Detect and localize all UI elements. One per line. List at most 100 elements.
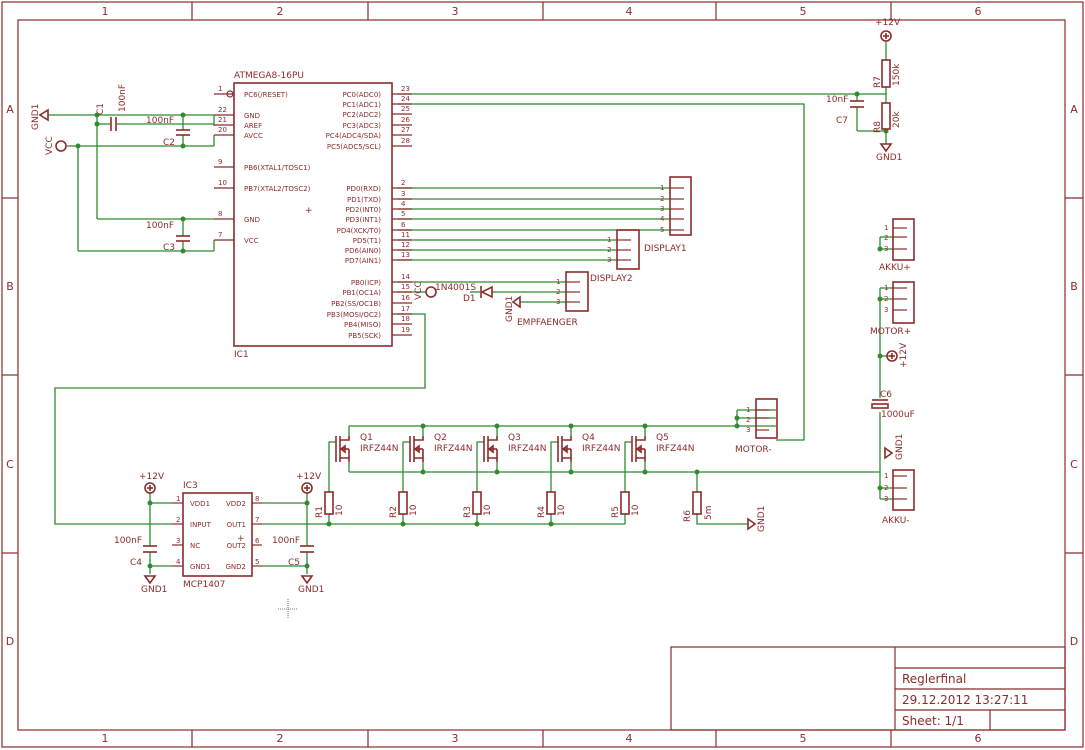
ic1-pin-label: PD3(INT1) [345,216,381,224]
capacitor-c1[interactable]: C1 100nF [96,84,128,131]
resistor-r6[interactable]: R6 5m [683,491,714,522]
svg-text:1: 1 [660,184,664,192]
gnd-label: GND1 [895,434,905,460]
mosfet-name: Q2 [434,433,447,443]
ic3-pin-number: 7 [255,516,259,524]
svg-text:2: 2 [660,195,664,203]
mosfet-array: Q1IRFZ44NQ2IRFZ44NQ3IRFZ44NQ4IRFZ44NQ5IR… [335,433,694,462]
connector-akku-minus[interactable]: 123 AKKU- [882,469,915,526]
mosfet-part: IRFZ44N [656,444,694,454]
akku-plus-name: AKKU+ [879,263,911,273]
ic3-pin-label: NC [190,542,200,550]
motor-minus-name: MOTOR- [735,445,772,455]
ic1-pin-number: 23 [401,85,410,93]
diode-d1[interactable]: 1N4001S D1 [435,283,493,304]
ic1-pin-number: 15 [401,283,410,291]
ic1-pin-number: 17 [401,305,410,313]
ic1-pin-number: 3 [401,190,405,198]
ground-symbol-top-left: GND1 [31,104,49,130]
ic1-pin-label: PD6(AIN0) [345,247,381,255]
ic3-pin-label: GND1 [190,563,211,571]
resistor-value: 10 [631,504,641,516]
ic1-pin-number: 27 [401,126,410,134]
ic1-pin-number: 5 [401,210,405,218]
ic1-pin-label: PB1(OC1A) [342,289,381,297]
mosfet-source-lead [636,457,646,462]
frame-column-labels: 1 2 3 4 5 6 1 2 3 4 5 6 [102,5,982,745]
capacitor-c7[interactable]: 10nF C7 [826,95,864,126]
mosfet-drain-lead [636,436,646,441]
ic3-pin-number: 6 [255,537,260,545]
ic1-atmega8[interactable]: ATMEGA8-16PU IC1 + 1PC6(/RESET)22GND21AR… [214,71,412,360]
col-label-bottom: 1 [102,732,109,745]
resistor-r8[interactable]: R8 20k [873,102,902,133]
svg-text:5: 5 [660,226,664,234]
capacitor-c6[interactable]: C6 1000uF [871,390,915,420]
row-label-left: D [6,635,14,648]
ic1-pin-number: 18 [401,315,410,323]
resistor-body [546,491,556,515]
ic1-pin-label: PC6(/RESET) [244,91,288,99]
ic1-pin-label: PB7(XTAL2/TOSC2) [244,185,311,193]
resistor-value: 10 [409,504,419,516]
mosfet-arrow [561,444,568,454]
ic1-pin-label: PB6(XTAL1/TOSC1) [244,164,311,172]
d1-name: D1 [463,294,476,304]
resistor-body [472,491,482,515]
col-label-top: 6 [975,5,982,18]
connector-motor-plus[interactable]: 123 MOTOR+ [870,281,915,337]
ic1-pin-label: AVCC [244,132,263,140]
resistor-r7[interactable]: R7 150k [873,59,902,88]
capacitor-c4[interactable]: 100nF C4 [114,536,157,568]
ic1-pin-number: 12 [401,241,410,249]
c3-value: 100nF [146,221,174,231]
ic1-pin-number: 10 [218,179,227,187]
vcc-supply-symbol: VCC [45,136,67,155]
ic3-pin-label: OUT2 [227,542,246,550]
col-label-bottom: 2 [277,732,284,745]
mosfet-drain-lead [488,436,498,441]
svg-text:3: 3 [556,298,560,306]
svg-text:2: 2 [884,484,888,492]
mosfet-drain-lead [340,436,350,441]
c1-value: 100nF [118,84,128,112]
capacitor-c2[interactable]: 100nF C2 [146,116,190,148]
connector-empfaenger[interactable]: 123 EMPFAENGER [517,271,589,328]
connector-display2[interactable]: 123 DISPLAY2 [590,229,640,284]
title-block-sheet: Sheet: 1/1 [902,714,964,728]
svg-text:3: 3 [884,306,888,314]
mosfet-source-lead [340,457,350,462]
ground-symbol-right: GND1 [884,434,905,460]
ic1-pin-label: GND [244,112,260,120]
capacitor-c5[interactable]: 100nF C5 [272,536,314,568]
svg-text:4: 4 [660,215,665,223]
resistor-body [620,491,630,515]
mosfet-name: Q1 [360,433,373,443]
connector-akku-plus[interactable]: 123 AKKU+ [879,218,915,273]
connector-motor-minus[interactable]: 123 MOTOR- [735,398,778,455]
c5-value: 100nF [272,536,300,546]
svg-text:1: 1 [884,284,888,292]
c6-value: 1000uF [881,410,915,420]
col-label-bottom: 6 [975,732,982,745]
capacitor-c3[interactable]: 100nF C3 [146,221,190,253]
svg-text:3: 3 [607,256,611,264]
mosfet-name: Q3 [508,433,521,443]
ic1-pin-number: 14 [401,273,410,281]
ic3-pin-number: 4 [176,558,181,566]
ic1-pin-label: PD5(T1) [353,237,382,245]
empfaenger-name: EMPFAENGER [517,318,578,328]
